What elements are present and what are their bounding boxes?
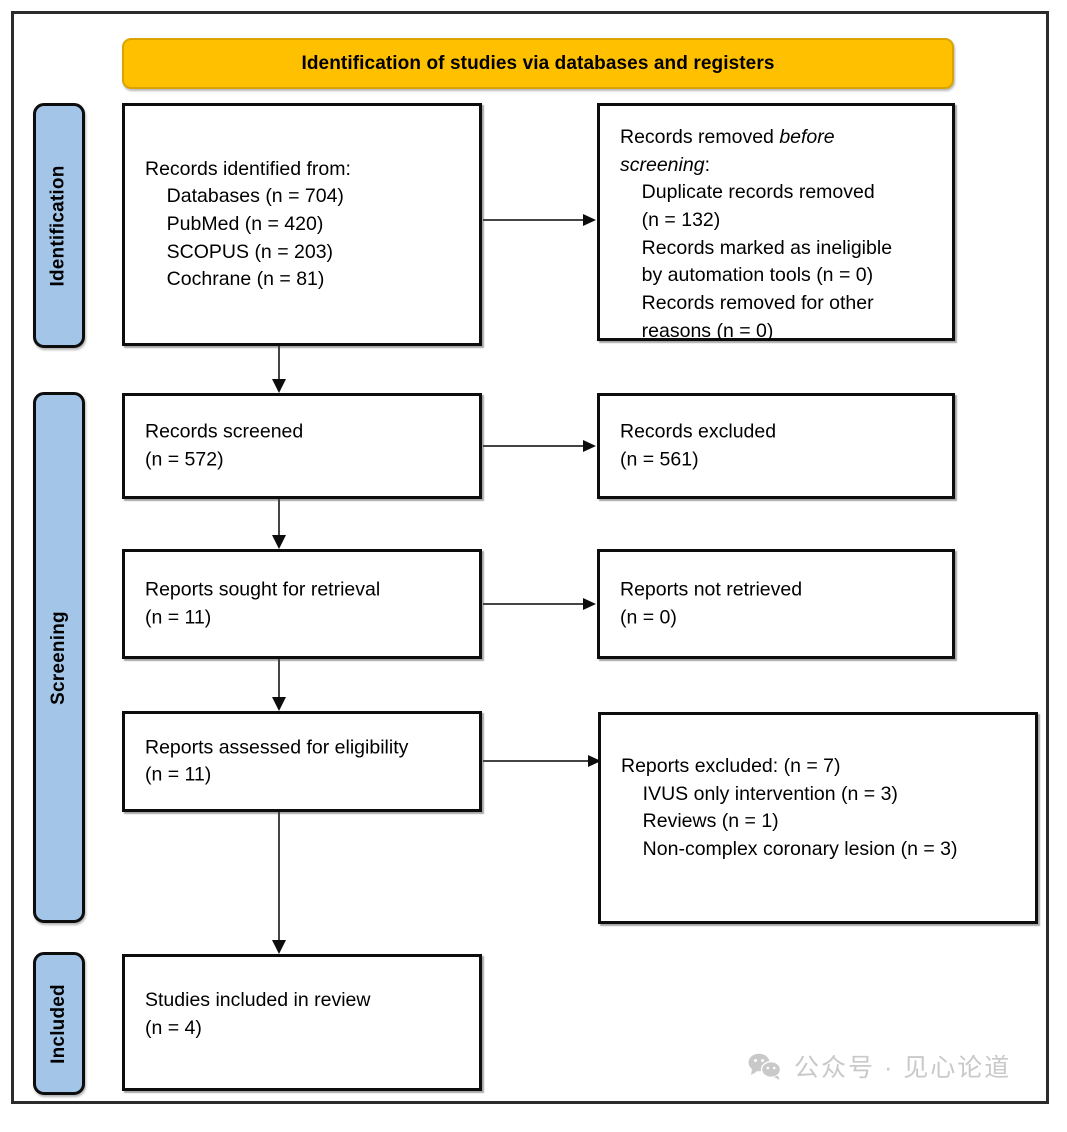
records-removed-line-6: by automation tools (n = 0) bbox=[620, 264, 874, 287]
arrow-shaft bbox=[278, 499, 280, 535]
reports-excluded-line-4: Non-complex coronary lesion (n = 3) bbox=[621, 838, 958, 861]
arrow-head bbox=[272, 535, 286, 549]
reports-assessed-line-2: (n = 11) bbox=[145, 763, 212, 786]
arrow-head bbox=[272, 379, 286, 393]
records-removed-italic-before: before bbox=[779, 126, 835, 148]
box-reports-excluded: Reports excluded: (n = 7) IVUS only inte… bbox=[598, 712, 1038, 924]
arrow-head bbox=[583, 214, 596, 226]
stage-label-screening-text: Screening bbox=[48, 610, 70, 705]
arrow-sought-to-not-retrieved bbox=[483, 598, 596, 610]
arrow-shaft bbox=[483, 760, 588, 762]
box-reports-not-retrieved-text: Reports not retrieved (n = 0) bbox=[620, 576, 942, 631]
arrow-head bbox=[588, 755, 601, 767]
box-records-removed-text: Records removed before screening: Duplic… bbox=[620, 124, 942, 346]
box-studies-included-in-review: Studies included in review (n = 4) bbox=[122, 954, 482, 1091]
arrow-shaft bbox=[278, 812, 280, 940]
box-studies-included-text: Studies included in review (n = 4) bbox=[145, 987, 469, 1042]
records-removed-line-7: Records removed for other bbox=[620, 292, 874, 315]
box-reports-not-retrieved: Reports not retrieved (n = 0) bbox=[597, 549, 955, 659]
arrow-head bbox=[272, 940, 286, 954]
diagram-title-banner: Identification of studies via databases … bbox=[122, 38, 954, 89]
arrow-sought-to-assessed bbox=[272, 659, 286, 711]
arrow-shaft bbox=[483, 445, 583, 447]
box-records-screened: Records screened (n = 572) bbox=[122, 393, 482, 499]
arrow-shaft bbox=[278, 659, 280, 697]
records-excluded-line-1: Records excluded bbox=[620, 420, 777, 443]
records-screened-line-1: Records screened bbox=[145, 420, 304, 443]
wechat-icon bbox=[748, 1053, 782, 1080]
records-identified-line-1: Records identified from: bbox=[145, 157, 351, 180]
arrow-shaft bbox=[278, 346, 280, 379]
reports-excluded-line-2: IVUS only intervention (n = 3) bbox=[621, 782, 898, 805]
arrow-shaft bbox=[483, 603, 583, 605]
records-removed-line-3: Duplicate records removed bbox=[620, 181, 875, 204]
arrow-head bbox=[272, 697, 286, 711]
records-excluded-line-2: (n = 561) bbox=[620, 448, 699, 470]
records-identified-line-5: Cochrane (n = 81) bbox=[145, 268, 325, 291]
arrow-head bbox=[583, 440, 596, 452]
watermark-text: 公众号 · 见心论道 bbox=[794, 1054, 1012, 1082]
box-reports-assessed-for-eligibility: Reports assessed for eligibility (n = 11… bbox=[122, 711, 482, 812]
records-removed-line-4: (n = 132) bbox=[620, 209, 721, 232]
arrow-assessed-to-reports-excluded bbox=[483, 755, 601, 767]
arrow-identified-to-screened bbox=[272, 346, 286, 393]
watermark: 公众号 · 见心论道 bbox=[748, 1048, 1011, 1084]
diagram-outer-frame bbox=[11, 11, 1049, 1104]
box-reports-assessed-text: Reports assessed for eligibility (n = 11… bbox=[145, 734, 469, 789]
arrow-screened-to-excluded bbox=[483, 440, 596, 452]
arrow-shaft bbox=[483, 219, 583, 221]
records-screened-line-2: (n = 572) bbox=[145, 448, 224, 470]
records-removed-italic-screening: screening bbox=[620, 153, 705, 176]
records-removed-lead: Records removed bbox=[620, 126, 780, 148]
reports-not-retrieved-line-2: (n = 0) bbox=[620, 606, 677, 628]
records-removed-line-8: reasons (n = 0) bbox=[620, 319, 774, 342]
arrow-head bbox=[583, 598, 596, 610]
reports-not-retrieved-line-1: Reports not retrieved bbox=[620, 578, 803, 601]
stage-label-included: Included bbox=[33, 952, 85, 1095]
stage-label-screening: Screening bbox=[33, 392, 85, 923]
box-records-removed-before-screening: Records removed before screening: Duplic… bbox=[597, 103, 955, 342]
records-removed-line-5: Records marked as ineligible bbox=[620, 236, 893, 259]
records-identified-line-3: PubMed (n = 420) bbox=[145, 212, 324, 235]
box-records-screened-text: Records screened (n = 572) bbox=[145, 418, 469, 473]
stage-label-identification-text: Identification bbox=[48, 164, 69, 287]
arrow-identified-to-removed bbox=[483, 214, 596, 226]
reports-assessed-line-1: Reports assessed for eligibility bbox=[145, 735, 409, 758]
box-reports-sought-text: Reports sought for retrieval (n = 11) bbox=[145, 576, 469, 631]
reports-excluded-line-1: Reports excluded: (n = 7) bbox=[621, 755, 841, 777]
box-records-excluded-text: Records excluded (n = 561) bbox=[620, 418, 942, 473]
records-removed-colon: : bbox=[704, 153, 710, 176]
stage-label-included-text: Included bbox=[48, 983, 69, 1064]
box-records-identified: Records identified from: Databases (n = … bbox=[122, 103, 482, 346]
reports-excluded-line-3: Reviews (n = 1) bbox=[621, 810, 779, 833]
records-identified-line-4: SCOPUS (n = 203) bbox=[145, 240, 334, 263]
box-reports-excluded-text: Reports excluded: (n = 7) IVUS only inte… bbox=[621, 753, 1025, 864]
box-reports-sought-for-retrieval: Reports sought for retrieval (n = 11) bbox=[122, 549, 482, 659]
arrow-assessed-to-studies-included bbox=[272, 812, 286, 954]
arrow-screened-to-sought bbox=[272, 499, 286, 549]
box-records-excluded: Records excluded (n = 561) bbox=[597, 393, 955, 499]
reports-sought-line-1: Reports sought for retrieval bbox=[145, 578, 381, 601]
records-identified-line-2: Databases (n = 704) bbox=[145, 184, 344, 207]
box-records-identified-text: Records identified from: Databases (n = … bbox=[145, 155, 469, 293]
studies-included-line-2: (n = 4) bbox=[145, 1016, 202, 1039]
studies-included-line-1: Studies included in review bbox=[145, 989, 371, 1011]
stage-label-identification: Identification bbox=[33, 103, 85, 348]
reports-sought-line-2: (n = 11) bbox=[145, 606, 212, 628]
